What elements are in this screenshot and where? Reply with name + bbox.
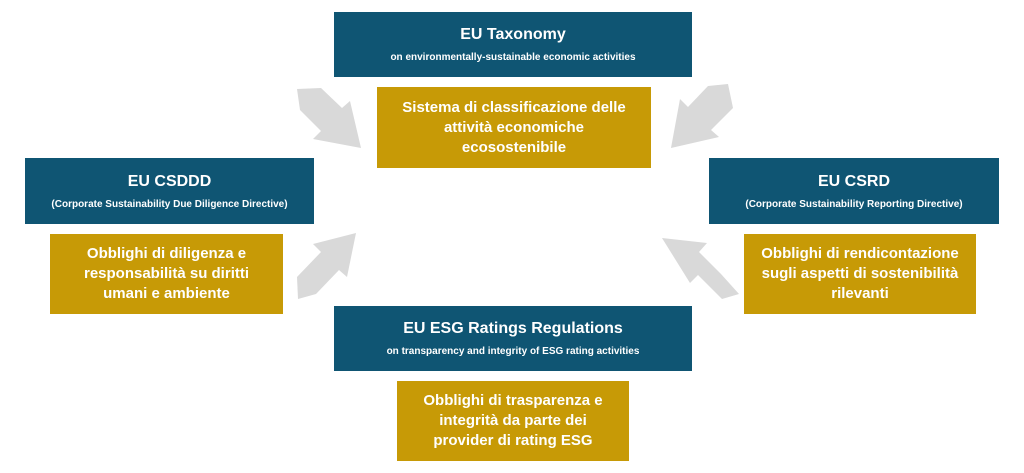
csrd-subtitle: (Corporate Sustainability Reporting Dire… [745, 198, 963, 210]
taxonomy-description-box: Sistema di classificazione delle attivit… [377, 87, 651, 168]
taxonomy-description-line: Sistema di classificazione delle [402, 98, 626, 116]
esg-description-line: Obblighi di trasparenza e [423, 392, 603, 409]
csrd-description-line: rilevanti [831, 285, 889, 302]
csrd-title: EU CSRD [817, 172, 890, 190]
esg-description-box: Obblighi di trasparenza e integrità da p… [397, 381, 629, 461]
esg-title-box: EU ESG Ratings Regulations on transparen… [334, 306, 692, 371]
arrow-top-left-icon [297, 88, 361, 148]
csddd-description-line: Obblighi di diligenza e [86, 245, 247, 262]
taxonomy-description-line: ecosostenibile [461, 138, 567, 156]
csddd-description-line: responsabilità su diritti [83, 265, 250, 282]
esg-subtitle: on transparency and integrity of ESG rat… [386, 346, 640, 357]
csrd-description-line: Obblighi di rendicontazione [761, 245, 959, 262]
arrow-top-right-icon [671, 84, 733, 148]
csddd-description-line: umani e ambiente [103, 285, 230, 302]
esg-description-line: integrità da parte dei [439, 412, 587, 429]
csddd-description: Obblighi di diligenza e responsabilità s… [76, 244, 257, 304]
csddd-subtitle: (Corporate Sustainability Due Diligence … [51, 198, 288, 210]
taxonomy-description: Sistema di classificazione delle attivit… [394, 98, 633, 158]
esg-description-line: provider di rating ESG [433, 432, 593, 449]
csddd-title: EU CSDDD [127, 172, 212, 190]
csddd-description-box: Obblighi di diligenza e responsabilità s… [50, 234, 283, 314]
taxonomy-description-line: attività economiche [443, 118, 585, 136]
csrd-description: Obblighi di rendicontazione sugli aspett… [753, 244, 967, 304]
csddd-title-box: EU CSDDD (Corporate Sustainability Due D… [25, 158, 314, 224]
taxonomy-title: EU Taxonomy [460, 26, 566, 43]
csrd-description-line: sugli aspetti di sostenibilità [761, 265, 959, 282]
taxonomy-subtitle: on environmentally-sustainable economic … [390, 52, 636, 63]
csrd-title-box: EU CSRD (Corporate Sustainability Report… [709, 158, 999, 224]
esg-description: Obblighi di trasparenza e integrità da p… [415, 391, 610, 451]
arrow-bottom-right-icon [662, 238, 739, 299]
taxonomy-title-box: EU Taxonomy on environmentally-sustainab… [334, 12, 692, 77]
esg-title: EU ESG Ratings Regulations [403, 320, 623, 337]
csrd-description-box: Obblighi di rendicontazione sugli aspett… [744, 234, 976, 314]
arrow-bottom-left-icon [297, 233, 356, 299]
